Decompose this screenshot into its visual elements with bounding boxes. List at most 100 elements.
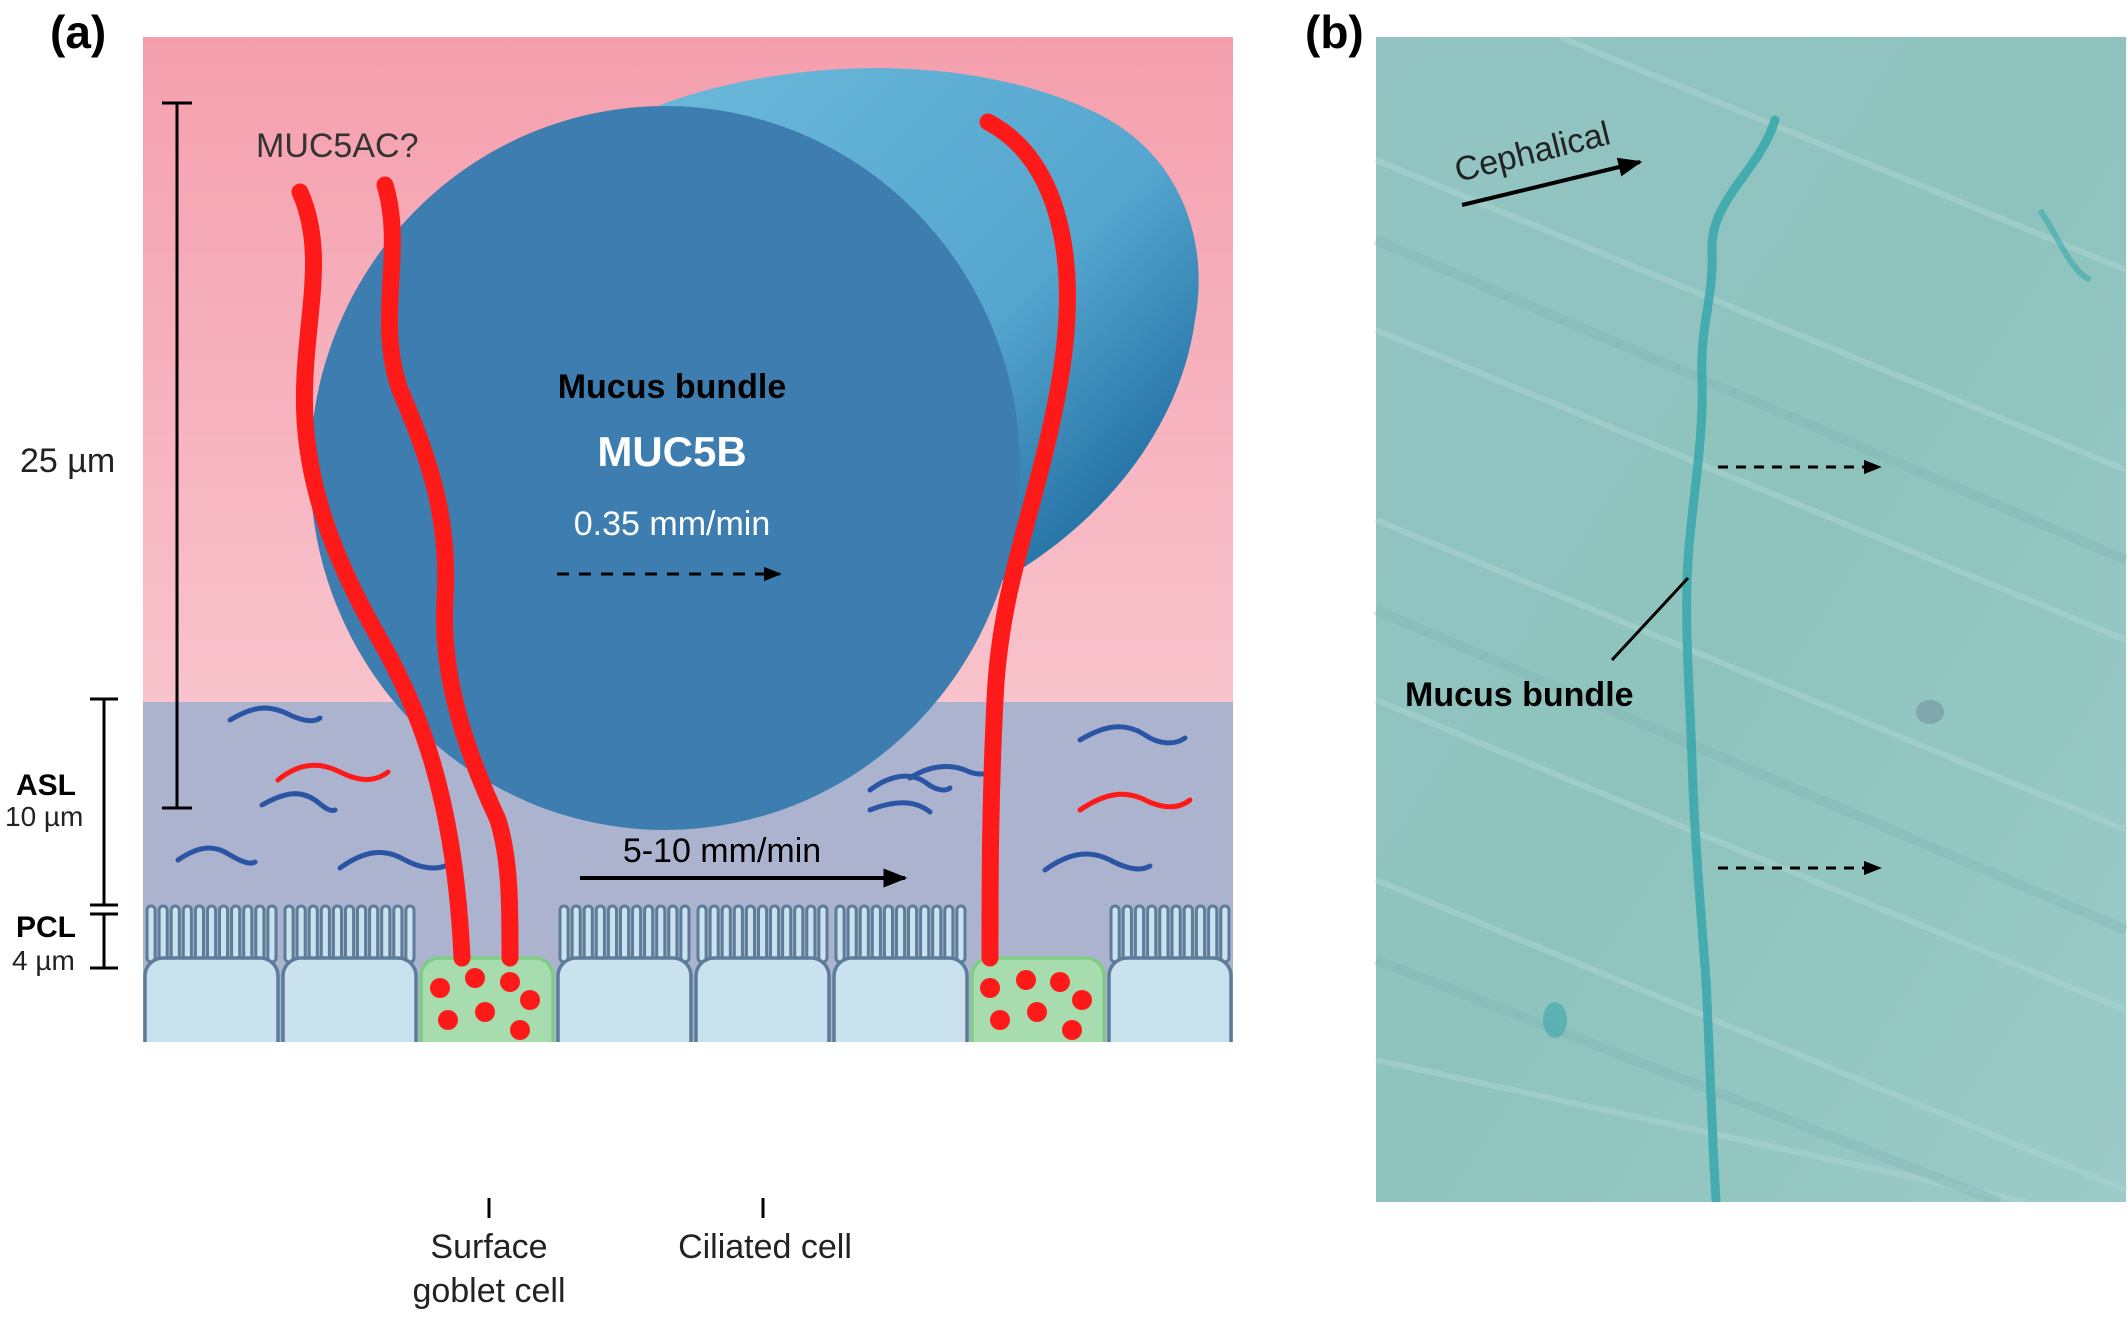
muc5ac-strands: [291, 113, 1076, 967]
bundle-branch: [2037, 208, 2092, 283]
cilium: [619, 904, 631, 964]
cilium: [631, 904, 643, 964]
cilium: [732, 904, 744, 964]
cilium: [744, 904, 757, 964]
cilium: [895, 904, 907, 964]
cilium: [757, 904, 769, 964]
cilium: [655, 904, 667, 964]
cilium: [858, 904, 870, 964]
cilium: [708, 904, 720, 964]
cilium: [919, 904, 931, 964]
ciliated-cell: [143, 956, 280, 1042]
cilium: [307, 904, 319, 964]
nucleus: [312, 1078, 386, 1162]
bundle-speed: 0.35 mm/min: [574, 505, 771, 543]
cilium: [254, 904, 266, 964]
blue-polymer: [867, 773, 953, 793]
cilium: [181, 904, 193, 964]
pcl-size: 4 µm: [12, 945, 75, 976]
cilium: [720, 904, 732, 964]
cilium: [679, 904, 691, 964]
goblet-label-1: Surface: [430, 1228, 547, 1266]
ciliated-cell: [832, 956, 969, 1042]
cilium: [206, 904, 218, 964]
cilium: [582, 904, 594, 964]
goblet-label-2: goblet cell: [412, 1272, 565, 1310]
muc5ac-label: MUC5AC?: [256, 127, 418, 165]
micrograph-streaks: [1374, 37, 2127, 1202]
cilium: [169, 904, 181, 964]
cilium: [295, 904, 307, 964]
red-polymer: [275, 762, 391, 783]
bundle-title: Mucus bundle: [558, 368, 787, 406]
cilium: [955, 904, 967, 964]
cilium: [344, 904, 356, 964]
cilium: [834, 904, 846, 964]
cilium: [1219, 904, 1231, 964]
cilium: [907, 904, 919, 964]
pcl-label: PCL: [16, 911, 76, 944]
blue-polymer: [867, 800, 933, 815]
cilium: [356, 904, 368, 964]
cilium: [594, 904, 606, 964]
asl-label: ASL: [16, 769, 76, 802]
cilium: [870, 904, 882, 964]
nucleus: [587, 1078, 661, 1162]
blue-polymer: [175, 845, 258, 866]
ciliated-label: Ciliated cell: [678, 1228, 852, 1266]
cilium: [846, 904, 858, 964]
scale-bar-pcl: [90, 912, 118, 970]
blue-polymer: [259, 791, 338, 813]
mucus-bundle-cylinder: [310, 68, 1199, 830]
mucin-granules: [430, 968, 1092, 1040]
cilium: [817, 904, 829, 964]
cilium: [1121, 904, 1133, 964]
cilium: [368, 904, 380, 964]
debris: [1543, 1002, 1567, 1038]
panel-b-label: (b): [1305, 6, 1364, 58]
cilium: [157, 904, 169, 964]
asl-size: 10 µm: [5, 801, 83, 832]
nucleus: [174, 1078, 248, 1162]
bundle-muc: MUC5B: [597, 428, 746, 475]
cilium: [931, 904, 943, 964]
ciliated-cell: [556, 956, 693, 1042]
panel-a-label: (a): [50, 6, 106, 58]
micrograph-shading: [1374, 235, 2127, 1202]
cilium: [643, 904, 655, 964]
cilium: [242, 904, 254, 964]
bundle-strand: [1682, 115, 1780, 1202]
ciliated-cell: [694, 956, 831, 1042]
cilium: [266, 904, 278, 964]
cilium: [193, 904, 205, 964]
nucleus: [725, 1078, 799, 1162]
red-strand: [376, 176, 519, 967]
cilium: [1158, 904, 1170, 964]
cilium: [769, 904, 781, 964]
cilium: [781, 904, 793, 964]
ciliated-cell: [281, 956, 418, 1042]
cilium: [1170, 904, 1182, 964]
nucleus: [1133, 1078, 1207, 1162]
cilium: [805, 904, 817, 964]
scale-bar-asl: [90, 697, 118, 907]
goblet-nucleus: [455, 1106, 523, 1166]
bundle-pointer: [1610, 576, 1690, 662]
blue-polymer: [1077, 724, 1188, 746]
cilium: [319, 904, 331, 964]
cilium: [331, 904, 343, 964]
ciliated-cell: [1107, 956, 1233, 1042]
red-polymer: [1077, 791, 1193, 813]
goblet-nucleus: [1006, 1106, 1074, 1166]
blue-polymer: [337, 849, 448, 871]
asl-speed: 5-10 mm/min: [623, 832, 821, 870]
cilium: [283, 904, 295, 964]
scale-25-label: 25 µm: [20, 442, 115, 480]
red-strand: [979, 113, 1076, 967]
bundle-label-b: Mucus bundle: [1405, 676, 1634, 714]
direction-arrow: [1461, 157, 1643, 207]
cilium: [667, 904, 679, 964]
red-strand: [291, 183, 471, 967]
cilium: [943, 904, 955, 964]
